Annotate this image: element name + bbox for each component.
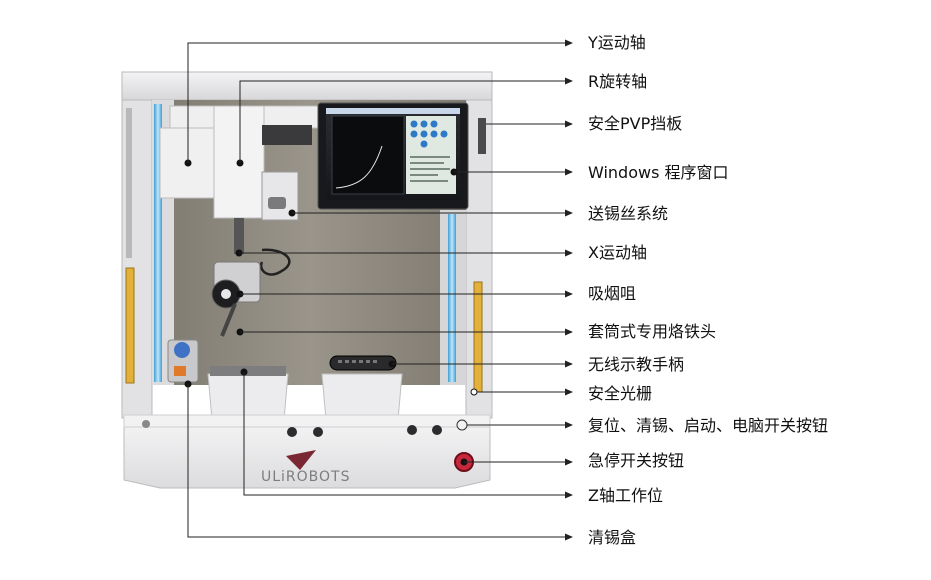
leader-lines [187, 42, 565, 538]
curtain-marker [470, 388, 478, 396]
light-curtain-left [125, 267, 135, 384]
screen-buttons [410, 120, 448, 148]
left-fixture [210, 366, 286, 376]
leader-fume-arrowhead [565, 290, 573, 298]
label-windows-window: Windows 程序窗口 [588, 163, 729, 182]
leader-r-axis [239, 80, 565, 163]
base-top-strip [123, 414, 491, 428]
wire-cable [259, 248, 291, 276]
leader-pendant-arrowhead [565, 360, 573, 368]
screen-controls [406, 116, 456, 194]
leader-safety-guard-arrowhead [565, 120, 573, 128]
label-teach-pendant: 无线示教手柄 [588, 355, 685, 374]
label-emergency-stop: 急停开关按钮 [588, 451, 685, 470]
screen-curve [335, 145, 383, 189]
label-z-axis-station: Z轴工作位 [588, 486, 663, 505]
pendant-keys [338, 360, 377, 363]
leader-arrowheads [565, 39, 573, 541]
label-control-buttons: 复位、清锡、启动、电脑开关按钮 [588, 416, 829, 435]
fume-nozzle-center [221, 289, 231, 299]
light-curtain-right [473, 281, 483, 393]
label-x-axis: X运动轴 [588, 243, 647, 262]
label-cleaning-box: 清锡盒 [588, 528, 637, 547]
leader-windows-arrowhead [565, 168, 573, 176]
base-buttons [287, 425, 442, 437]
label-soldering-tip: 套筒式专用烙铁头 [588, 322, 717, 341]
cleaning-box-top [174, 342, 190, 358]
leader-z-station-arrowhead [565, 491, 573, 499]
leader-z-station [243, 372, 565, 496]
leader-tip-arrowhead [565, 328, 573, 336]
left-guard-strip [126, 108, 132, 258]
side-handle [478, 118, 486, 154]
leader-y-axis [187, 42, 565, 163]
label-y-axis: Y运动轴 [588, 33, 646, 52]
leader-r-axis-arrowhead [565, 77, 573, 85]
work-platform-left [207, 373, 289, 421]
leader-cleaning-box-arrowhead [565, 533, 573, 541]
logo-mark [286, 450, 316, 470]
wire-feed-knob [268, 197, 286, 209]
z-shaft [234, 218, 244, 254]
screen-titlebar [326, 108, 460, 114]
leader-curtain-arrowhead [565, 388, 573, 396]
work-platform-right [321, 373, 403, 421]
brand-logo: ULiROBOTS [261, 469, 351, 485]
base-screw-left [142, 420, 150, 428]
soldering-tip [220, 303, 237, 337]
leader-y-axis-arrowhead [565, 39, 573, 47]
label-wire-feed: 送锡丝系统 [588, 204, 669, 223]
right-blue-rail [448, 214, 456, 382]
leader-estop-arrowhead [565, 458, 573, 466]
top-frame [121, 71, 493, 101]
bracket [262, 125, 312, 145]
cleaning-box-orange [174, 366, 186, 376]
leader-control-arrowhead [565, 421, 573, 429]
power-button [456, 419, 468, 431]
leader-cleaning-box [187, 384, 565, 538]
label-r-axis: R旋转轴 [588, 72, 648, 91]
screen-text-lines [410, 156, 450, 182]
screen-plot [331, 115, 405, 195]
leader-wire-feed-arrowhead [565, 209, 573, 217]
label-light-curtain: 安全光栅 [588, 384, 653, 403]
left-blue-rail [154, 104, 162, 382]
label-fume-nozzle: 吸烟咀 [588, 284, 637, 303]
label-safety-guard: 安全PVP挡板 [588, 114, 683, 133]
leader-x-axis-arrowhead [565, 249, 573, 257]
